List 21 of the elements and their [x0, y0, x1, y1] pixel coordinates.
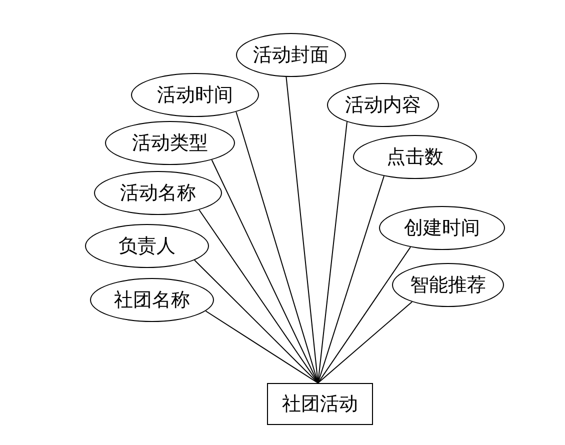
- connector-line: [318, 301, 412, 384]
- attribute-ellipse: 点击数: [353, 135, 477, 179]
- connector-line: [205, 310, 318, 384]
- connector-line: [198, 209, 318, 384]
- attribute-ellipse: 创建时间: [379, 206, 505, 250]
- attribute-ellipse: 活动内容: [327, 83, 439, 127]
- attribute-ellipse: 社团名称: [90, 278, 214, 322]
- attribute-ellipse: 活动封面: [236, 33, 346, 77]
- connector-line: [318, 176, 384, 384]
- connector-line: [318, 246, 411, 384]
- connector-line: [194, 260, 318, 384]
- attribute-ellipse: 负责人: [85, 224, 209, 268]
- attribute-ellipse: 活动类型: [105, 121, 235, 165]
- entity-box: 社团活动: [267, 383, 373, 425]
- connector-line: [286, 76, 318, 384]
- connector-line: [211, 159, 318, 384]
- attribute-ellipse: 活动名称: [94, 171, 222, 215]
- attribute-ellipse: 智能推荐: [392, 263, 504, 307]
- attribute-ellipse: 活动时间: [131, 73, 259, 117]
- connector-line: [236, 111, 318, 384]
- connector-line: [318, 121, 348, 384]
